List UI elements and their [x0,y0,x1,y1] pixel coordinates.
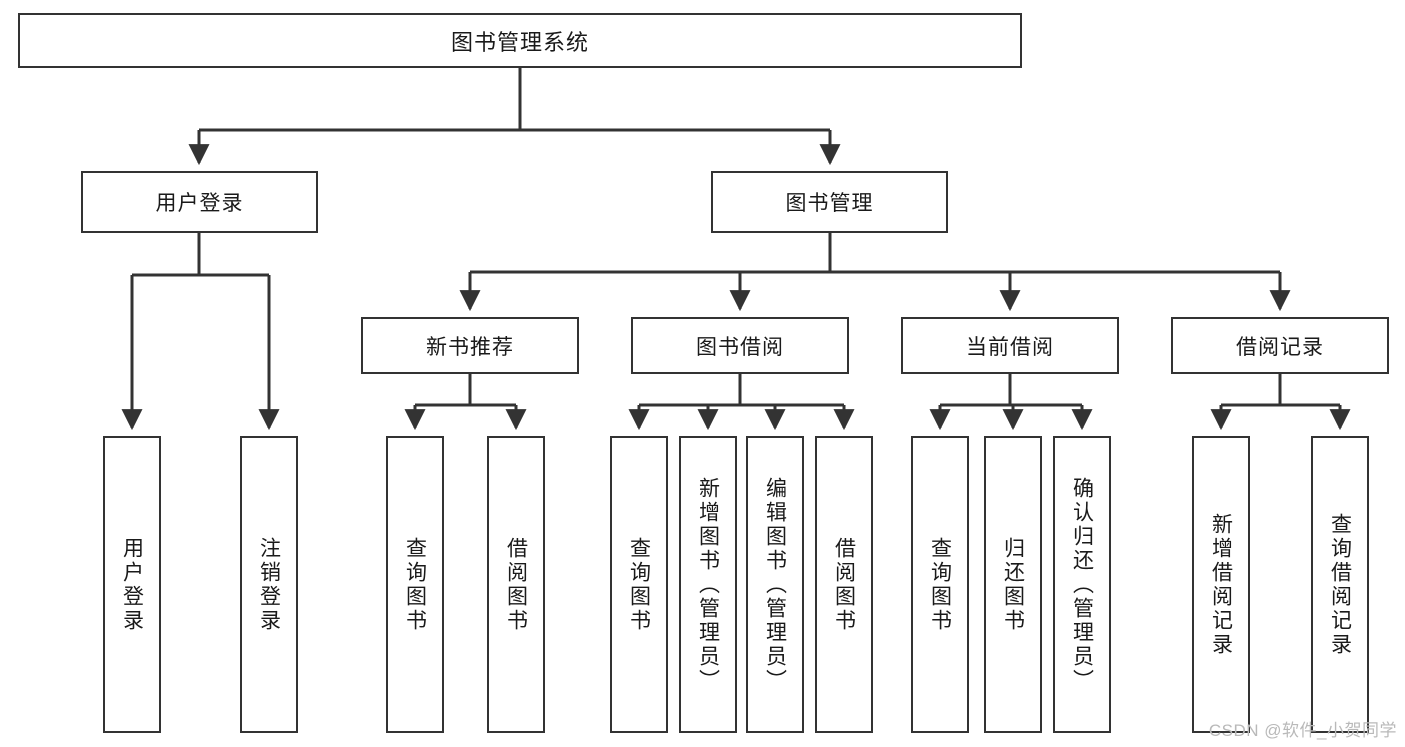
node-leaf-label: 查询借阅记录 [1328,512,1352,657]
node-leaf[interactable]: 借阅图书 [487,436,545,733]
node-borrow-records-label: 借阅记录 [1236,335,1324,359]
node-leaf[interactable]: 新增图书（管理员） [679,436,737,733]
node-book-manage[interactable]: 图书管理 [711,171,948,233]
node-leaf[interactable]: 查询借阅记录 [1311,436,1369,733]
node-leaf-label: 归还图书 [1001,536,1025,633]
node-leaf[interactable]: 确认归还（管理员） [1053,436,1111,733]
node-current-borrow-label: 当前借阅 [966,335,1054,359]
node-leaf[interactable]: 归还图书 [984,436,1042,733]
node-leaf[interactable]: 借阅图书 [815,436,873,733]
node-root[interactable]: 图书管理系统 [18,13,1022,68]
node-leaf[interactable]: 查询图书 [386,436,444,733]
node-leaf-label: 编辑图书（管理员） [763,476,787,693]
node-leaf-label: 用户登录 [120,536,144,633]
node-current-borrow[interactable]: 当前借阅 [901,317,1119,374]
node-leaf-label: 新增图书（管理员） [696,476,720,693]
node-leaf-label: 注销登录 [257,536,281,633]
node-borrow-records[interactable]: 借阅记录 [1171,317,1389,374]
node-book-borrow-label: 图书借阅 [696,335,784,359]
node-user-login-label: 用户登录 [155,192,244,215]
node-leaf[interactable]: 查询图书 [911,436,969,733]
node-leaf[interactable]: 注销登录 [240,436,298,733]
node-book-manage-label: 图书管理 [785,192,874,215]
node-leaf-label: 查询图书 [403,536,427,633]
node-new-book-rec-label: 新书推荐 [426,335,514,359]
node-leaf[interactable]: 用户登录 [103,436,161,733]
watermark-text: CSDN @软件_小贺同学 [1208,721,1397,740]
node-leaf[interactable]: 编辑图书（管理员） [746,436,804,733]
node-leaf-label: 新增借阅记录 [1209,512,1233,657]
node-leaf-label: 借阅图书 [504,536,528,633]
node-leaf-label: 查询图书 [627,536,651,633]
node-new-book-rec[interactable]: 新书推荐 [361,317,579,374]
node-leaf[interactable]: 新增借阅记录 [1192,436,1250,733]
node-leaf-label: 确认归还（管理员） [1070,476,1094,693]
node-root-label: 图书管理系统 [450,29,589,55]
node-book-borrow[interactable]: 图书借阅 [631,317,849,374]
node-leaf-label: 借阅图书 [832,536,856,633]
node-user-login[interactable]: 用户登录 [81,171,318,233]
node-leaf[interactable]: 查询图书 [610,436,668,733]
node-leaf-label: 查询图书 [928,536,952,633]
